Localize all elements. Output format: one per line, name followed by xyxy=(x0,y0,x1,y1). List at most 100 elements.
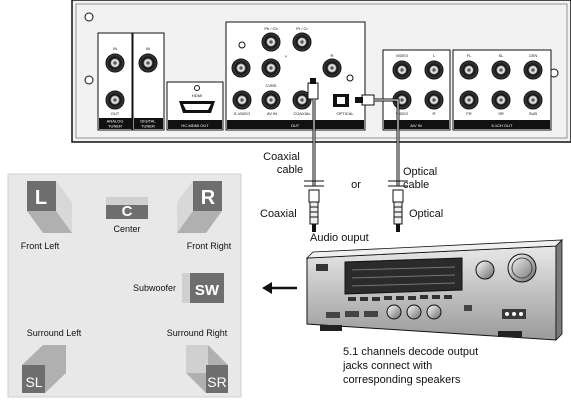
speaker-sl-letter: SL xyxy=(25,374,42,390)
analog-tuner-label-line2: TUNER xyxy=(108,124,122,129)
s-video-jack[interactable] xyxy=(232,90,252,110)
cables: Coaxial cable or Optical cable Coaxial O… xyxy=(260,98,443,244)
av-out-section: Pb / Cb Pr / Cr Y R CVBS S-VIDEO AV IN C… xyxy=(225,21,366,131)
digital-tuner-label-2: TUNER xyxy=(141,124,155,129)
pb-jack[interactable] xyxy=(261,32,281,52)
subwoofer-speaker-icon: SW xyxy=(182,273,224,303)
coaxial-cable-line2: cable xyxy=(277,164,303,176)
input-knob[interactable] xyxy=(475,260,495,280)
receiver-small-button[interactable] xyxy=(464,305,472,311)
out-label: OUT xyxy=(291,123,300,128)
analog-tuner-in-jack[interactable] xyxy=(105,53,125,73)
fr-jack[interactable] xyxy=(459,90,479,110)
digital-tuner-label: DIGITAL xyxy=(140,119,156,124)
y-jack[interactable] xyxy=(261,58,281,78)
sr-jack[interactable] xyxy=(491,90,511,110)
subwoofer-label: Subwoofer xyxy=(133,283,176,293)
l-in-jack[interactable] xyxy=(424,60,444,80)
coaxial-jack[interactable] xyxy=(292,90,312,110)
speaker-sr-letter: SR xyxy=(207,374,226,390)
ch51-out-section: FL SL CEN FR SR SUB 5.1CH OUT xyxy=(452,49,552,131)
audio-output-label: Audio ouput xyxy=(310,232,369,244)
fl-jack[interactable] xyxy=(459,60,479,80)
av-label: AV IN xyxy=(267,111,277,116)
coaxial-plug-icon xyxy=(308,189,320,232)
digital-tuner-in-label: IN xyxy=(146,46,150,51)
ch51-out-label: 5.1CH OUT xyxy=(492,123,513,128)
optical-label: Optical xyxy=(409,208,443,220)
center-label: Center xyxy=(113,224,140,234)
receiver-foot xyxy=(498,331,522,337)
hdmi-out-label: HC-MDMI OUT xyxy=(181,123,209,128)
receiver-lower-button[interactable] xyxy=(345,311,359,317)
sl-label: SL xyxy=(499,53,505,58)
caption-line-1: 5.1 channels decode output xyxy=(343,346,478,358)
tuner-section: IN IN OUT ANALOG TUNER DIGITAL TUNER xyxy=(97,32,165,131)
surround-right-speaker-icon: SR xyxy=(186,345,228,393)
y-label: Y xyxy=(285,54,288,59)
surround-left-speaker-icon: SL xyxy=(22,345,66,393)
video-label: VIDEO xyxy=(396,53,408,58)
video-in-label: VIDEO xyxy=(396,111,408,116)
r-jack[interactable] xyxy=(322,58,342,78)
cvbs-jack[interactable] xyxy=(261,90,281,110)
sub-jack[interactable] xyxy=(523,90,543,110)
pr-label: Pr / Cr xyxy=(296,26,308,31)
cen-jack[interactable] xyxy=(523,60,543,80)
coaxial-port-label: COAXIAL xyxy=(293,111,311,116)
fr-label: FR xyxy=(466,111,471,116)
sl-jack[interactable] xyxy=(491,60,511,80)
arrow-left-icon xyxy=(262,282,297,294)
video-in-jack[interactable] xyxy=(392,60,412,80)
speaker-l-letter: L xyxy=(35,187,47,209)
surround-left-label: Surround Left xyxy=(27,328,82,338)
receiver-lower-button[interactable] xyxy=(326,312,340,318)
analog-tuner-label: ANALOG xyxy=(107,119,124,124)
sr-label: SR xyxy=(498,111,504,116)
receiver-lower-button[interactable] xyxy=(364,311,378,317)
cen-label: CEN xyxy=(529,53,538,58)
r-label: R xyxy=(331,53,334,58)
fl-label: FL xyxy=(467,53,472,58)
center-speaker-icon: C xyxy=(106,197,148,220)
receiver-buttons[interactable] xyxy=(348,295,452,301)
receiver-foot xyxy=(320,325,342,331)
front-right-label: Front Right xyxy=(187,241,232,251)
coaxial-label: Coaxial xyxy=(260,208,297,220)
r-in-jack[interactable] xyxy=(424,90,444,110)
caption-line-2: jacks connect with xyxy=(342,360,432,372)
speaker-r-letter: R xyxy=(201,187,216,209)
optical-cable-line1: Optical xyxy=(403,166,437,178)
r-in-label: R xyxy=(433,111,436,116)
digital-tuner-label-line1: DIGITAL xyxy=(140,119,156,124)
front-left-speaker-icon: L xyxy=(27,181,72,233)
analog-tuner-label-2: TUNER xyxy=(108,124,122,129)
sub-label: SUB xyxy=(529,111,538,116)
optical-plug-icon xyxy=(392,189,404,232)
pr-jack[interactable] xyxy=(292,32,312,52)
av-receiver xyxy=(305,239,564,341)
analog-tuner-out-jack[interactable] xyxy=(105,90,125,110)
coaxial-cable-label: Coaxial cable xyxy=(263,151,303,176)
tone-knob[interactable] xyxy=(386,304,402,320)
cvbs-label: CVBS xyxy=(266,83,277,88)
l-jack[interactable] xyxy=(231,58,251,78)
dvd-back-panel: IN IN OUT ANALOG TUNER DIGITAL TUNER HDM… xyxy=(71,0,571,143)
power-button[interactable] xyxy=(316,264,328,271)
caption-line-3: corresponding speakers xyxy=(343,374,461,386)
speaker-layout: L Front Left C Center R Front Right SW S… xyxy=(7,173,242,398)
tuner-in-label: IN xyxy=(113,46,117,51)
digital-tuner-in-jack[interactable] xyxy=(138,53,158,73)
l-in-label: L xyxy=(433,53,436,58)
speaker-c-letter: C xyxy=(122,203,133,220)
front-right-speaker-icon: R xyxy=(177,181,222,233)
speaker-sw-letter: SW xyxy=(195,282,220,299)
or-label: or xyxy=(351,179,361,191)
hdmi-section: HDMI HC-MDMI OUT xyxy=(166,81,224,131)
tone-knob[interactable] xyxy=(426,304,442,320)
tone-knob[interactable] xyxy=(406,304,422,320)
av-in-label: A/V IN xyxy=(410,123,422,128)
tuner-out-label: OUT xyxy=(111,111,120,116)
front-left-label: Front Left xyxy=(21,241,60,251)
